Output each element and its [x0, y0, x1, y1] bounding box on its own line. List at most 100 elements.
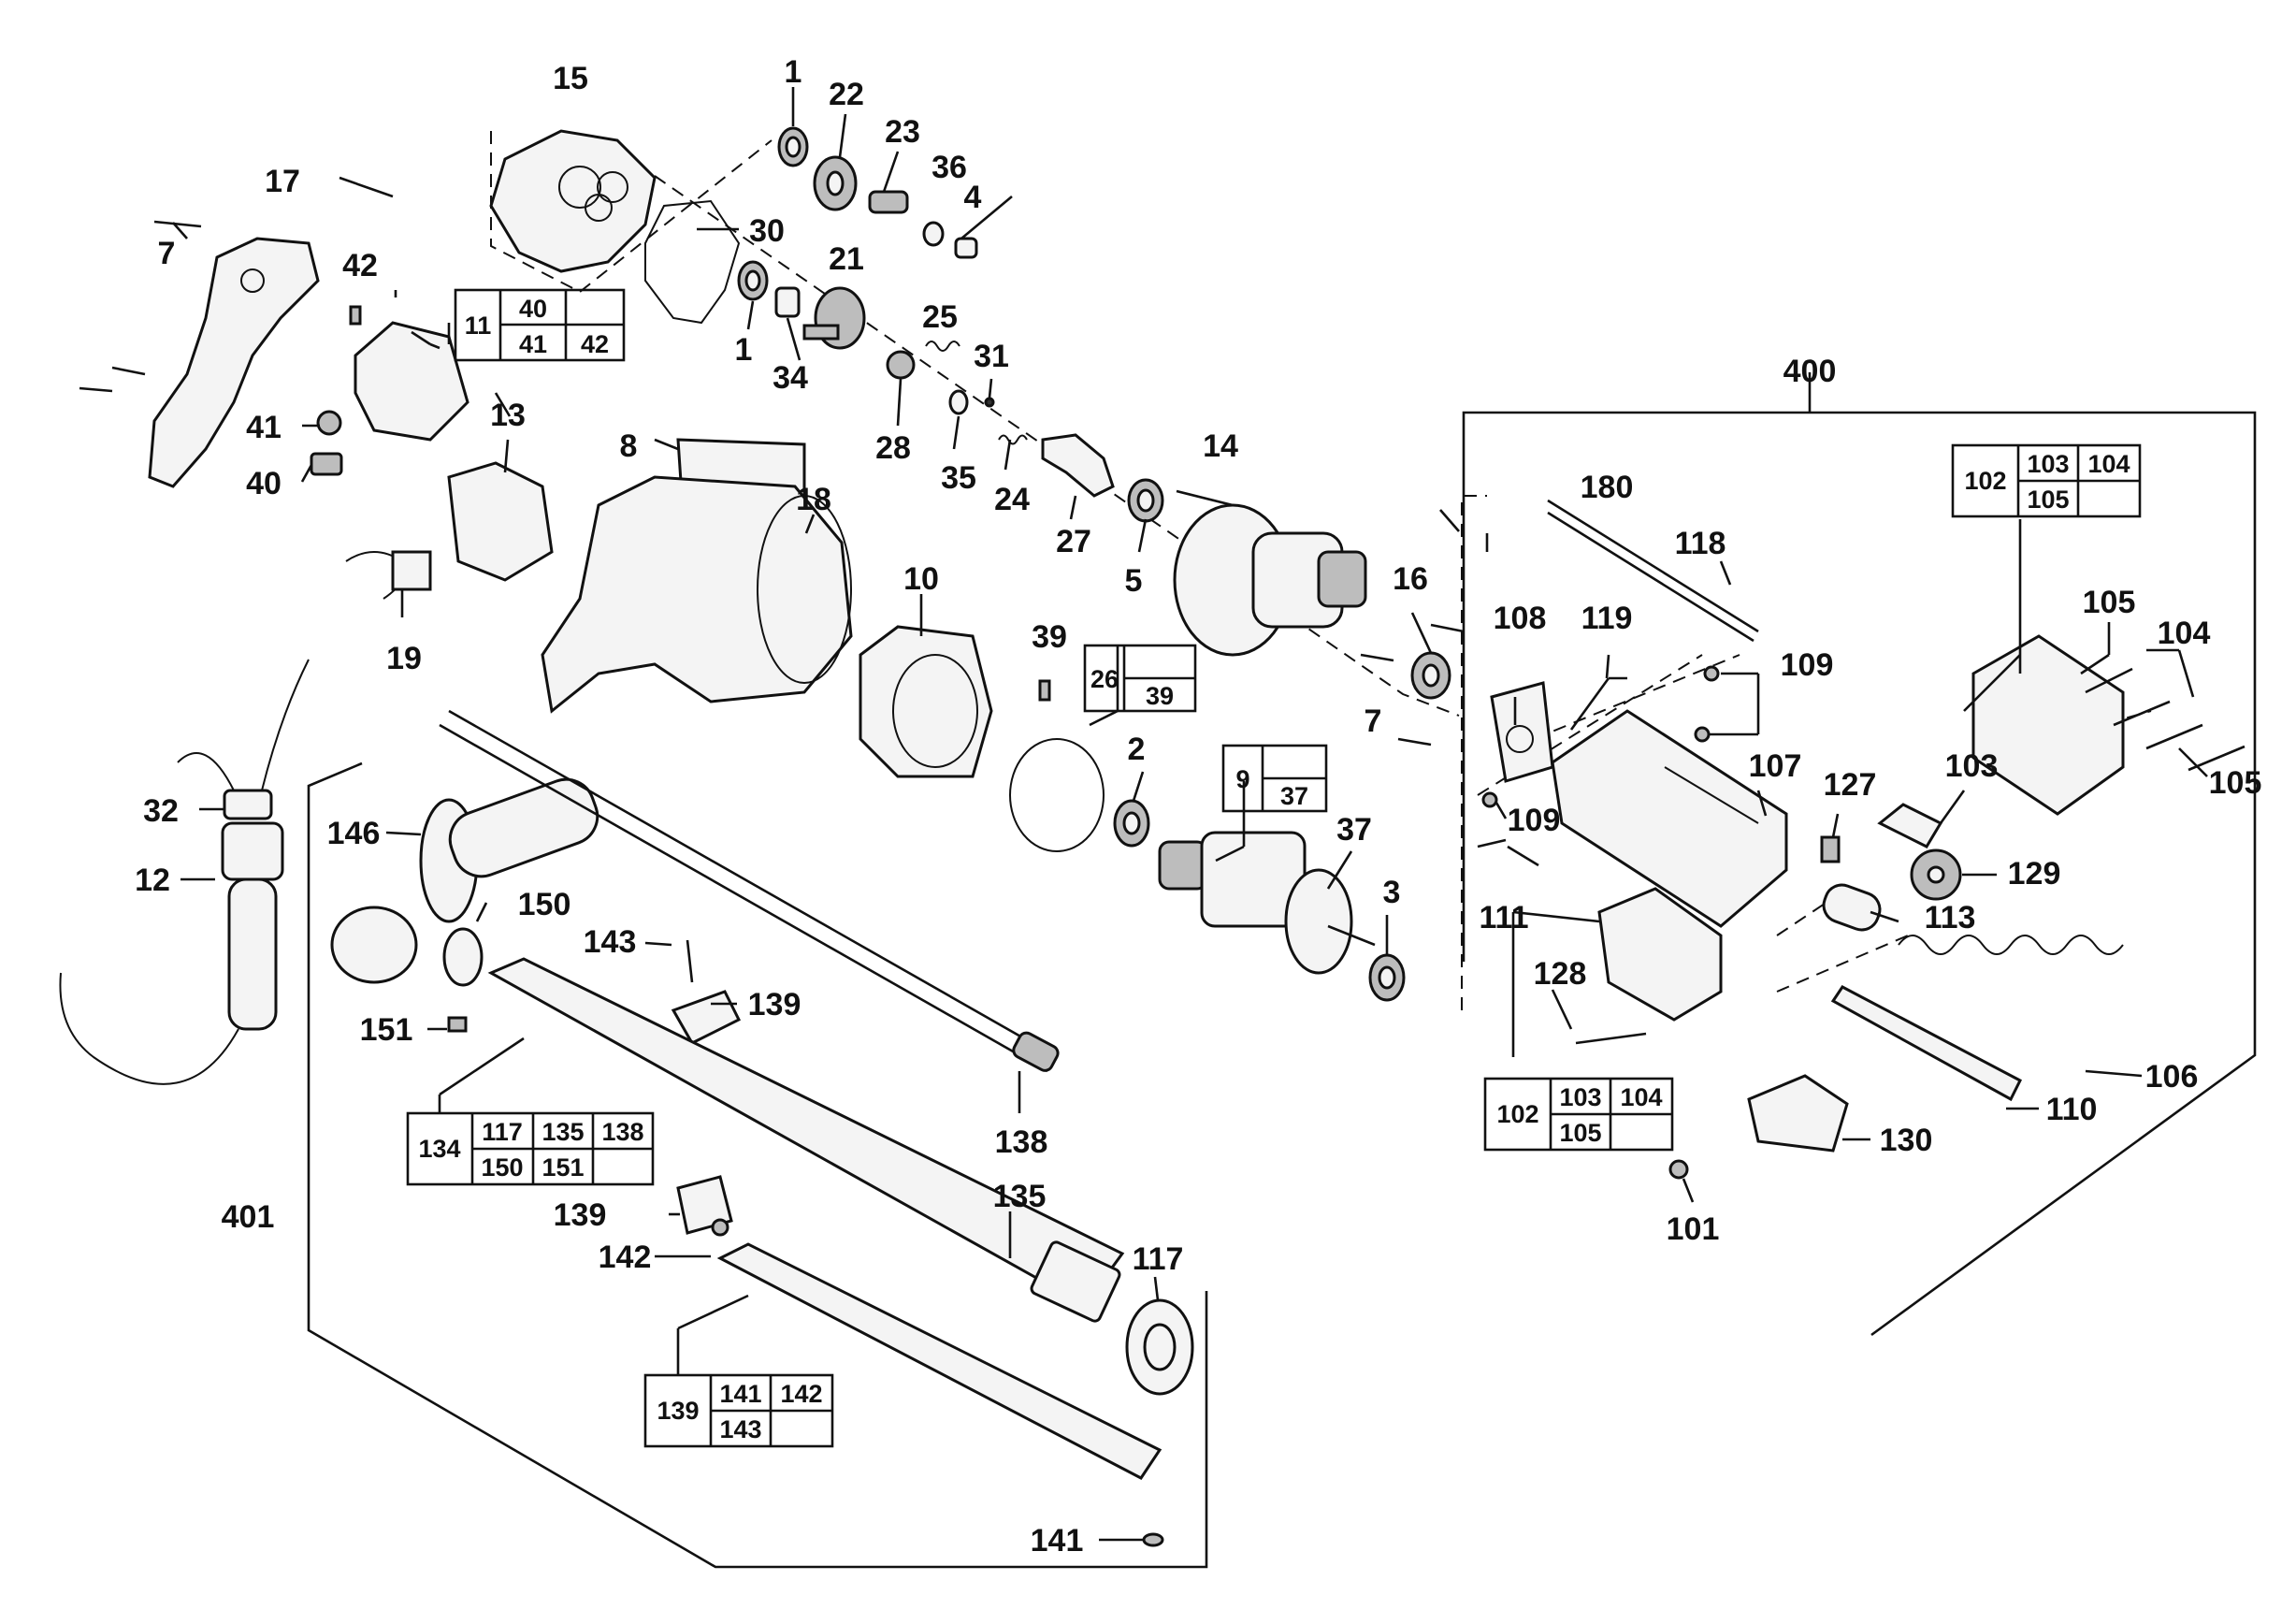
label-1: 1 [735, 332, 753, 368]
part-36-washer [922, 221, 945, 247]
label-111: 111 [1480, 900, 1529, 935]
kit-table-102-upper: 102 103 104 105 [1951, 443, 2142, 518]
part-24-spring [998, 434, 1028, 445]
part-35-washer [948, 389, 969, 415]
label-22: 22 [829, 77, 864, 112]
part-28-clutch [886, 350, 916, 380]
kit-102a-r1c2: 104 [2087, 450, 2130, 478]
label-109: 109 [1781, 647, 1834, 683]
label-400: 400 [1783, 354, 1837, 389]
label-119: 119 [1581, 601, 1633, 636]
part-2-bearing [1113, 799, 1150, 848]
part-16-cap [1410, 651, 1451, 700]
label-138: 138 [995, 1124, 1048, 1160]
part-150-ring [442, 927, 484, 987]
label-18: 18 [796, 482, 831, 517]
label-141: 141 [1031, 1523, 1084, 1559]
part-12-cord [59, 821, 284, 1085]
kit-table-139: 139 141 142 143 [643, 1373, 834, 1448]
kit-134-r1c1: 117 [482, 1118, 523, 1146]
label-39: 39 [1032, 619, 1067, 655]
label-42: 42 [342, 248, 378, 283]
part-9-armature [1158, 831, 1376, 975]
label-12: 12 [135, 863, 170, 898]
label-110: 110 [2046, 1092, 2098, 1127]
part-21-gear [802, 286, 866, 350]
part-11-brush-holder [354, 321, 469, 442]
kit-102b-main: 102 [1496, 1100, 1538, 1128]
label-139: 139 [748, 987, 801, 1022]
part-119-screw [1569, 677, 1610, 731]
part-4-bushing [954, 237, 978, 259]
label-127: 127 [1824, 767, 1877, 803]
label-23: 23 [885, 114, 920, 150]
label-19: 19 [386, 641, 422, 676]
kit-134-main: 134 [418, 1135, 460, 1163]
label-10: 10 [903, 561, 939, 597]
kit-11-r2c1: 41 [519, 330, 547, 358]
label-142: 142 [599, 1240, 652, 1275]
label-109: 109 [1508, 803, 1561, 838]
label-1: 1 [785, 54, 802, 90]
part-15-gear-plate [489, 129, 657, 273]
kit-table-11: 11 40 41 42 [454, 288, 626, 362]
label-2: 2 [1128, 732, 1146, 767]
kit-11-r2c2: 42 [581, 330, 609, 358]
label-150: 150 [518, 887, 571, 922]
kit-11-r1c1: 40 [519, 295, 547, 323]
label-106: 106 [2145, 1059, 2199, 1095]
part-151-setscrew [447, 1016, 468, 1033]
label-139: 139 [554, 1197, 607, 1233]
label-32: 32 [143, 793, 179, 829]
label-4: 4 [964, 180, 982, 215]
label-135: 135 [993, 1179, 1047, 1214]
kit-11-main: 11 [465, 312, 492, 340]
kit-102a-main: 102 [1964, 467, 2006, 495]
part-180-bit [1547, 499, 1759, 643]
part-106-spring [1898, 935, 2124, 955]
label-16: 16 [1393, 561, 1428, 597]
label-35: 35 [941, 460, 976, 496]
kit-134-r2c1: 150 [481, 1153, 523, 1182]
part-depth-rod [439, 709, 1058, 1073]
kit-134-r1c3: 138 [601, 1118, 643, 1146]
part-17-handle-half [148, 237, 320, 488]
part-34-sleeve [774, 286, 801, 318]
parts-drawings [59, 126, 2245, 1547]
label-130: 130 [1880, 1123, 1933, 1158]
kit-139-r2c1: 143 [719, 1415, 761, 1443]
part-10-field [859, 625, 993, 778]
part-107-body [1551, 709, 1788, 928]
kit-table-102-lower: 102 103 104 105 [1483, 1077, 1674, 1152]
kit-26-r2c1: 39 [1146, 682, 1174, 710]
part-128-screw [1575, 1032, 1647, 1045]
part-23-pinion [868, 190, 909, 214]
part-5-bearing [1127, 478, 1164, 523]
part-130-guide [1747, 1074, 1849, 1153]
kit-table-9: 9 37 [1221, 744, 1328, 813]
label-15: 15 [553, 61, 588, 96]
part-109-screws [1481, 665, 1720, 808]
label-129: 129 [2008, 856, 2061, 892]
label-146: 146 [327, 816, 381, 851]
kit-102b-r1c2: 104 [1620, 1083, 1662, 1111]
label-7: 7 [1365, 703, 1382, 739]
label-101: 101 [1667, 1211, 1720, 1247]
part-146-side-handle [330, 777, 599, 984]
part-25-spring [925, 341, 960, 352]
label-104: 104 [2158, 616, 2211, 651]
label-36: 36 [931, 150, 967, 185]
label-113: 113 [1925, 900, 1976, 935]
part-7-screws [79, 220, 202, 393]
label-25: 25 [922, 299, 958, 335]
kit-134-r1c2: 135 [542, 1118, 584, 1146]
kit-102a-r2c1: 105 [2027, 486, 2069, 514]
label-108: 108 [1494, 601, 1547, 636]
label-41: 41 [246, 410, 282, 445]
label-27: 27 [1056, 524, 1091, 559]
kit-139-main: 139 [657, 1397, 699, 1425]
label-118: 118 [1675, 526, 1726, 561]
part-42-pin [349, 305, 362, 326]
part-110-plate [1830, 985, 2022, 1102]
